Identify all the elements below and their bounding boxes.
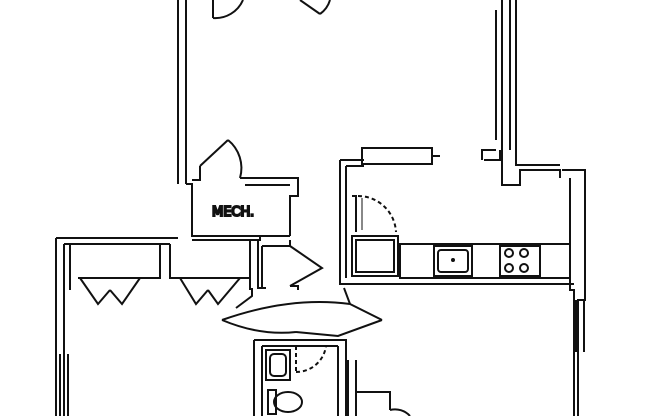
kitchen bbox=[339, 147, 574, 285]
wall-details bbox=[59, 149, 496, 416]
bathroom bbox=[253, 339, 411, 416]
bath-double-door bbox=[221, 287, 383, 338]
exterior-walls bbox=[55, 0, 586, 416]
hall-closet-door bbox=[261, 240, 324, 290]
mech-room-label: MECH. bbox=[212, 205, 254, 220]
entry-door-swings bbox=[212, 0, 331, 20]
mech-closet-walls bbox=[186, 139, 299, 241]
bifold-closets bbox=[69, 240, 266, 306]
